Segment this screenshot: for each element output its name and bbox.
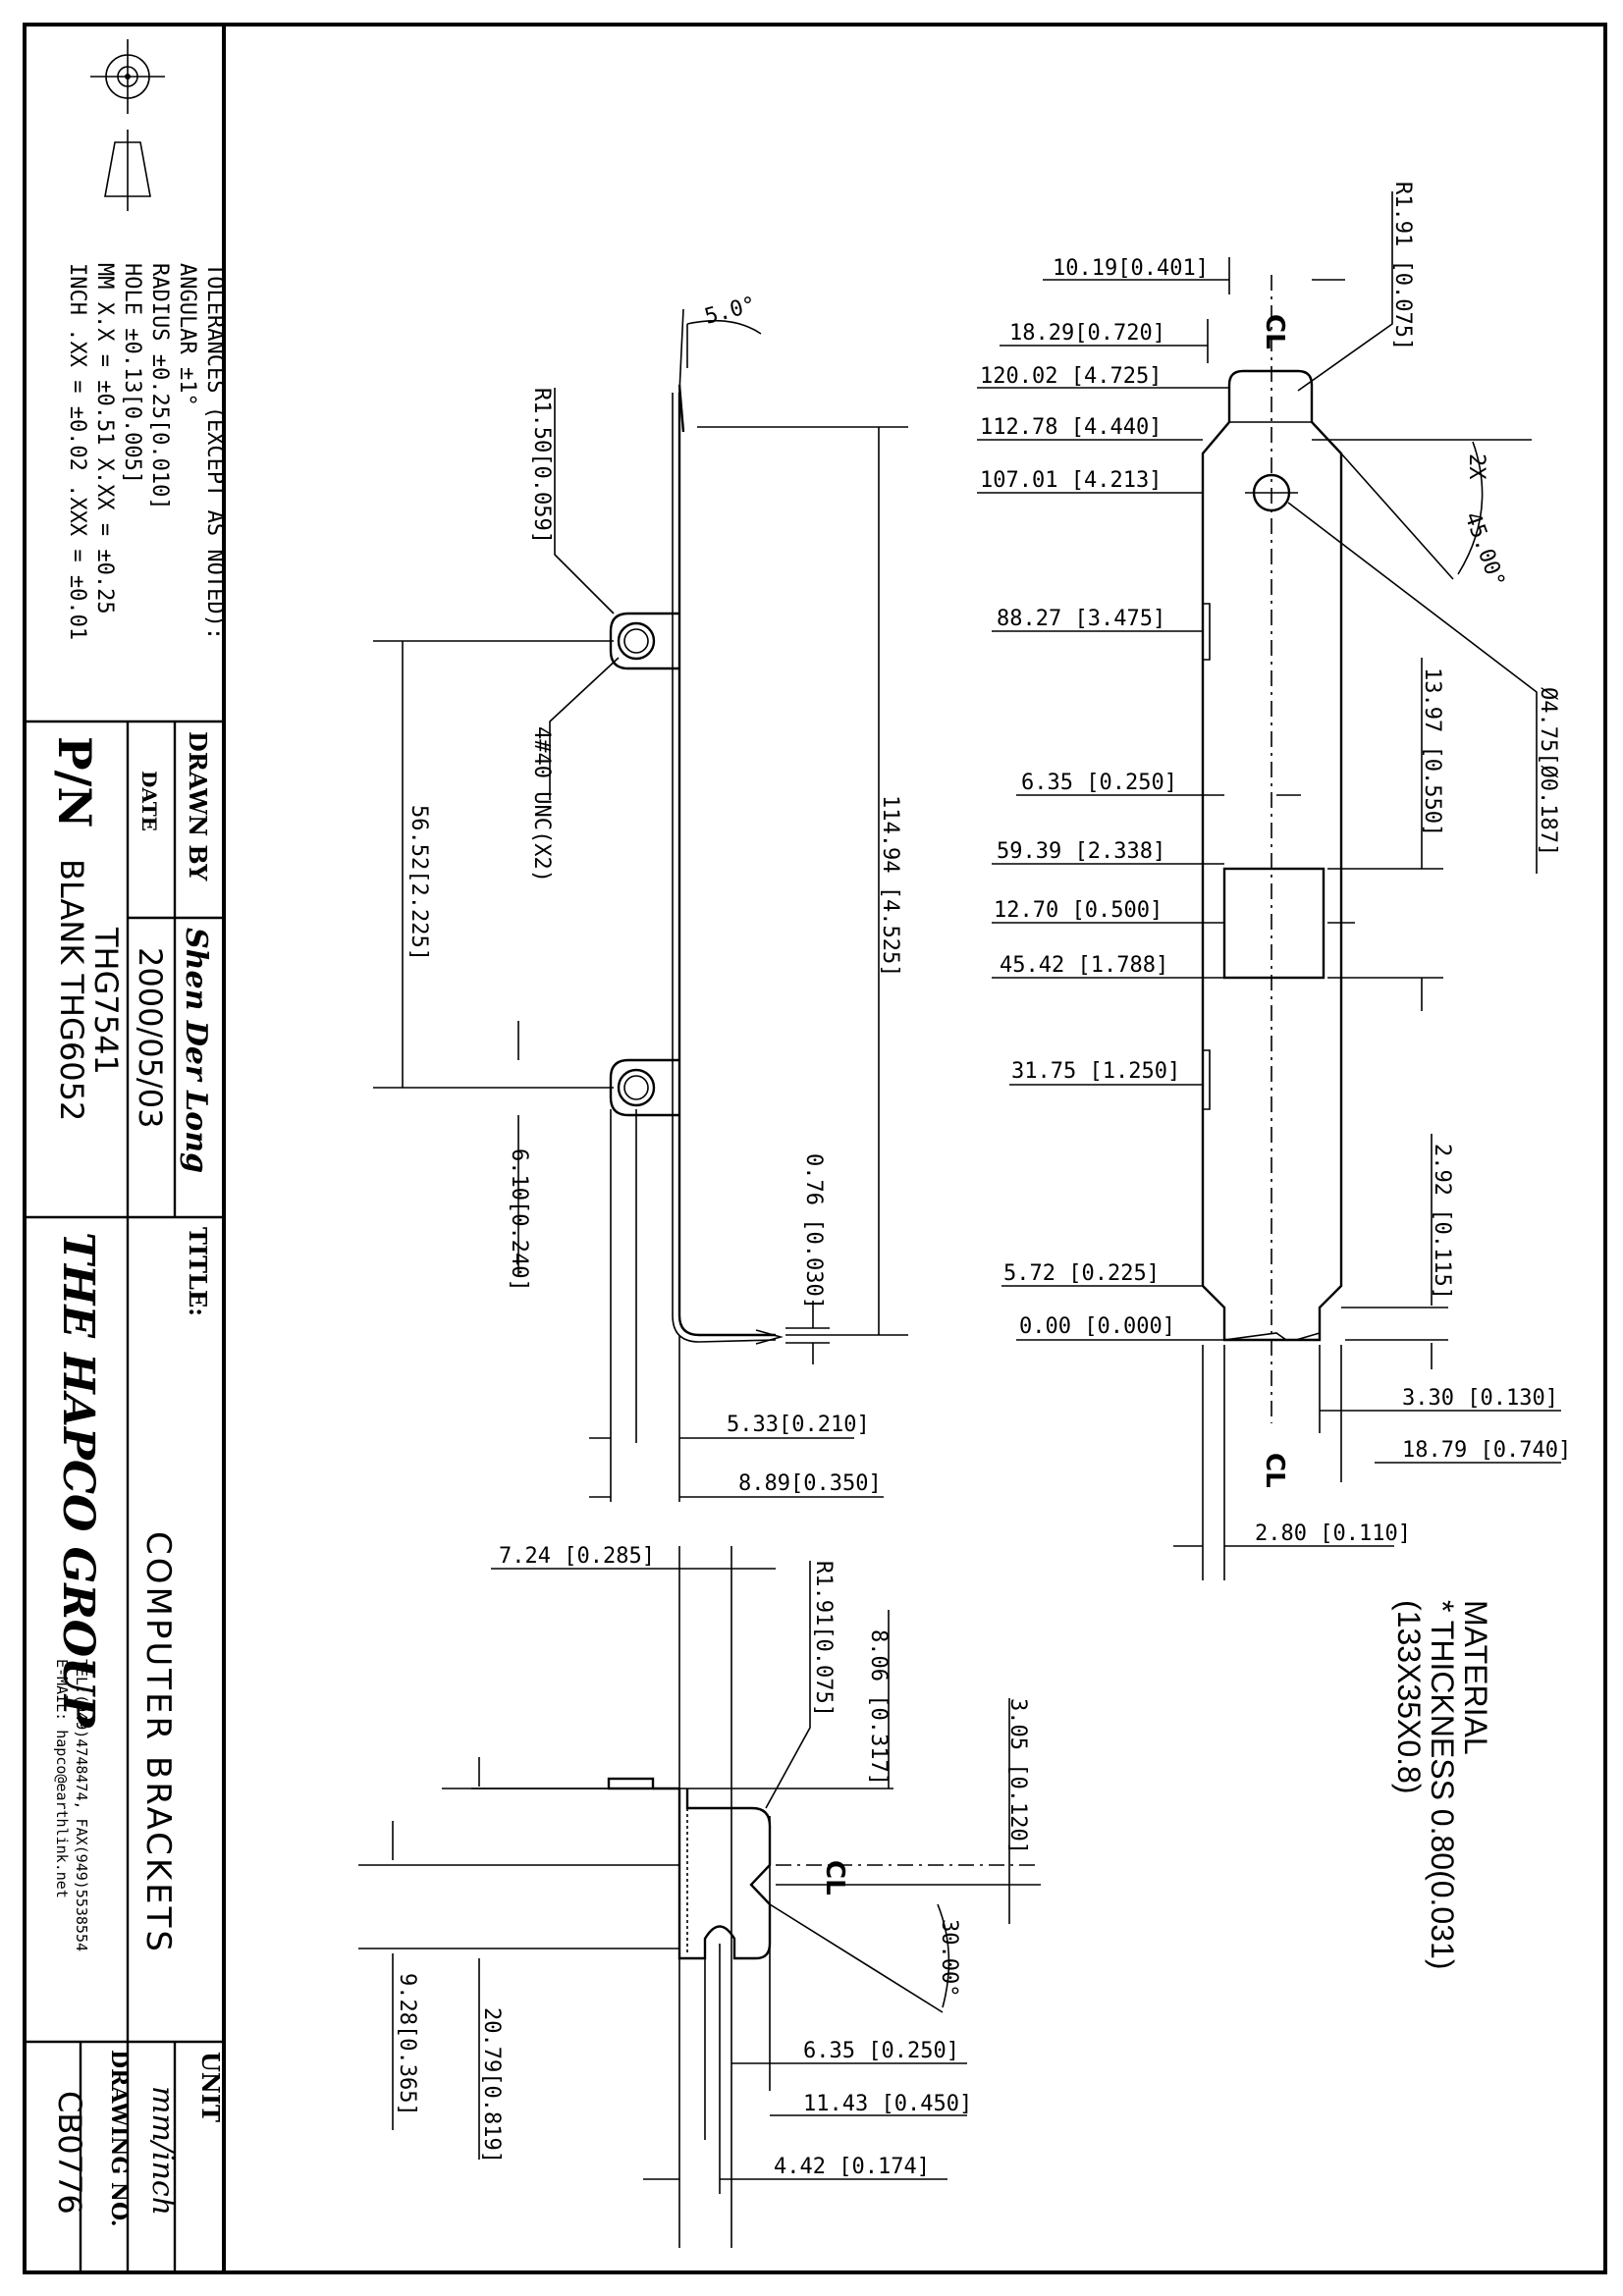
end-dim-d-label: 20.79[0.819]	[479, 2007, 504, 2163]
flat-tab-a: 3.30 [0.130]	[1402, 1386, 1558, 1411]
flat-tab-c: 2.80 [0.110]	[1255, 1522, 1411, 1546]
drawn-by-label: DRAWN BY	[184, 731, 212, 881]
bracket-outline	[1201, 369, 1343, 1342]
flat-ord-1: 10.19[0.401]	[1053, 256, 1209, 281]
title-block: TOLERANCES (EXCEPT AS NOTED): ANGULAR ±1…	[25, 39, 227, 2272]
flat-radius-label: R1.91 [0.075]	[1390, 182, 1415, 350]
tolerance-mm: MM X.X = ±0.51 X.XX = ±0.25	[92, 263, 117, 614]
side-overall-length-label: 114.94 [4.525]	[878, 795, 902, 977]
flat-ord-9: 12.70 [0.500]	[994, 898, 1163, 923]
material-line-3: (133X35X0.8)	[1391, 1600, 1427, 1793]
flat-ord-10: 45.42 [1.788]	[1000, 953, 1168, 978]
date-value: 2000/05/03	[132, 947, 169, 1128]
flat-slot-h: 13.97 [0.550]	[1420, 667, 1444, 836]
flat-ord-4: 112.78 [4.440]	[980, 415, 1162, 440]
end-radius-label: R1.91[0.075]	[811, 1561, 836, 1717]
end-dim-c-label: 9.28[0.365]	[395, 1973, 419, 2116]
tolerance-angular: ANGULAR ±1°	[175, 263, 199, 406]
side-hole-spacing-label: 56.52[2.225]	[406, 805, 431, 961]
flat-ord-2: 18.29[0.720]	[1009, 321, 1165, 346]
flat-centerline-top: CL	[1260, 314, 1289, 349]
side-radius-label: R1.50[0.059]	[529, 388, 554, 544]
blank-value: BLANK THG6052	[53, 859, 90, 1121]
flat-hole-dia: Ø4.75[Ø0.187]	[1536, 687, 1560, 856]
end-dim-b-label: 3.05 [0.120]	[1005, 1698, 1030, 1854]
pn-value: THG7541	[87, 927, 125, 1075]
tolerance-hole: HOLE ±0.13[0.005]	[120, 263, 144, 484]
flat-ord-12: 5.72 [0.225]	[1003, 1261, 1160, 1286]
unit-value: mm/inch	[145, 2086, 180, 2216]
tolerances-heading: TOLERANCES (EXCEPT AS NOTED):	[202, 263, 227, 640]
end-centerline-symbol: CL	[820, 1860, 849, 1896]
end-width-c-label: 11.43 [0.450]	[803, 2092, 972, 2116]
end-angle-label: 30.00°	[937, 1919, 961, 1997]
end-dim-a-label: 8.06 [0.317]	[866, 1629, 891, 1786]
flat-ord-3: 120.02 [4.725]	[980, 364, 1162, 389]
side-offset-a-label: 5.33[0.210]	[727, 1413, 870, 1437]
end-width-a-label: 7.24 [0.285]	[499, 1544, 655, 1569]
flat-ord-11: 31.75 [1.250]	[1011, 1059, 1180, 1084]
title-label: TITLE:	[184, 1227, 212, 1316]
material-line-1: MATERIAL	[1458, 1600, 1493, 1755]
title-value: COMPUTER BRACKETS	[138, 1531, 178, 1954]
end-view: 7.24 [0.285] R1.91[0.075] 8.06 [0.317] 3…	[358, 1544, 1041, 2248]
contact-tel: TEL:(949)4748474, FAX(949)5538554	[73, 1659, 90, 1951]
flat-chamfer-angle: 45.00°	[1459, 509, 1509, 591]
projection-symbol-icon	[90, 39, 165, 211]
flat-ord-13: 0.00 [0.000]	[1019, 1314, 1175, 1339]
flat-tab-b: 18.79 [0.740]	[1402, 1438, 1571, 1463]
side-end-thickness-label: 0.76 [0.030]	[801, 1153, 826, 1309]
date-label: DATE	[137, 771, 161, 831]
flat-chamfer-label: 2X	[1464, 454, 1488, 480]
side-offset-b-label: 8.89[0.350]	[738, 1471, 882, 1496]
flat-notch: 2.92 [0.115]	[1430, 1144, 1454, 1300]
flat-ord-5: 107.01 [4.213]	[980, 468, 1162, 493]
company-name: THE HAPCO GROUP	[53, 1232, 103, 1729]
drawing-no-value: CB0776	[51, 2091, 88, 2215]
unit-label: UNIT	[196, 2052, 225, 2122]
tolerance-inch: INCH .XX = ±0.02 .XXX = ±0.01	[65, 263, 89, 640]
material-line-2: * THICKNESS 0.80(0.031)	[1425, 1600, 1460, 1969]
sheet-border	[23, 23, 1607, 2274]
side-hole-offset-label: 6.10[0.240]	[507, 1148, 531, 1292]
drawn-by-value: Shen Der Long	[179, 928, 213, 1173]
drawing-no-label: DRAWING NO.	[106, 2050, 132, 2227]
end-width-d-label: 4.42 [0.174]	[774, 2155, 930, 2179]
tolerance-radius: RADIUS ±0.25[0.010]	[147, 263, 172, 510]
pn-label: P/N	[48, 736, 101, 828]
side-angle-label: 5.0°	[702, 293, 759, 330]
material-note: MATERIAL * THICKNESS 0.80(0.031) (133X35…	[1391, 1600, 1493, 1969]
flat-centerline-bottom: CL	[1260, 1453, 1289, 1488]
end-width-b-label: 6.35 [0.250]	[803, 2039, 959, 2063]
side-thread-label: 4#40 UNC(X2)	[529, 726, 554, 882]
flat-ord-8: 59.39 [2.338]	[997, 839, 1165, 864]
contact-email: E-MAIL: hapco@earthlink.net	[53, 1659, 71, 1898]
side-view: 5.0° R1.50[0.059] 4#40 UNC(X2) 56.52[2.2…	[373, 293, 908, 1502]
flat-view: CL CL 10.19[0.401] 18.29[0.720] 120.02 […	[977, 182, 1571, 1580]
tolerance-notes: TOLERANCES (EXCEPT AS NOTED): ANGULAR ±1…	[65, 263, 227, 640]
rect-cutout	[1222, 867, 1325, 980]
flat-ord-7: 6.35 [0.250]	[1021, 771, 1177, 795]
flat-ord-6: 88.27 [3.475]	[997, 607, 1165, 631]
